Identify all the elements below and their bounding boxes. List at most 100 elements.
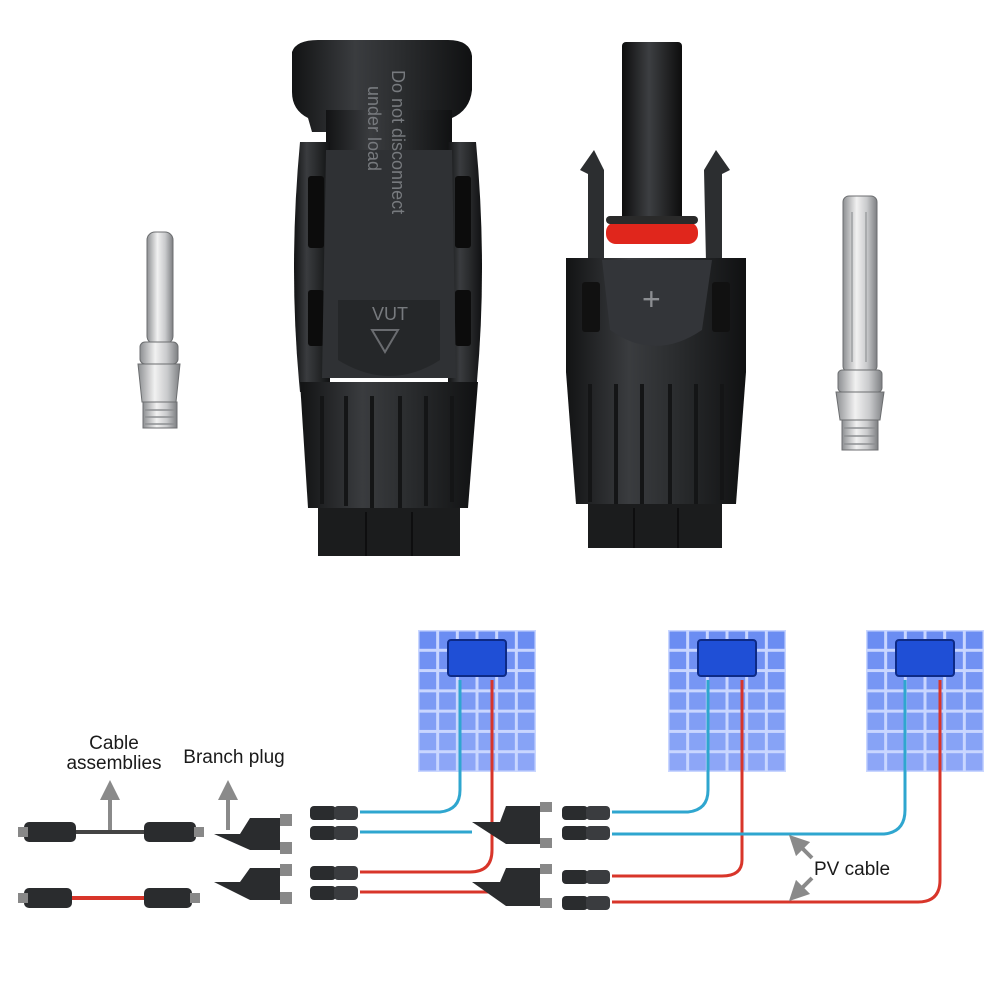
solar-cell xyxy=(689,712,706,730)
solar-cell xyxy=(965,651,983,670)
solar-cell xyxy=(498,753,515,771)
solar-cell xyxy=(439,712,456,730)
cable-assembly-samples xyxy=(18,814,292,908)
solar-cell xyxy=(906,692,924,710)
solar-cell xyxy=(946,692,963,710)
embossed-warning-line2: under load xyxy=(364,86,384,171)
solar-cell xyxy=(458,692,476,710)
solar-cell xyxy=(669,672,687,690)
solar-cell xyxy=(767,631,785,649)
solar-cell xyxy=(419,712,437,730)
label-arrows xyxy=(100,780,814,902)
mc4-connector-pair xyxy=(310,826,358,840)
solar-cell xyxy=(517,651,535,670)
solar-cell xyxy=(748,753,765,771)
solar-cell xyxy=(767,732,785,751)
solar-cell xyxy=(439,732,456,751)
mc4-connector-pair xyxy=(562,806,610,820)
solar-cell xyxy=(867,672,885,690)
solar-cell xyxy=(867,631,885,649)
mc4-connector-pair xyxy=(310,866,358,880)
solar-cell xyxy=(965,732,983,751)
solar-cell xyxy=(419,732,437,751)
solar-cell xyxy=(867,651,885,670)
label-cable-line2: assemblies xyxy=(66,753,162,774)
solar-cell xyxy=(458,732,476,751)
polarity-mark: + xyxy=(642,281,661,317)
solar-cell xyxy=(669,732,687,751)
solar-cell xyxy=(748,732,765,751)
solar-cell xyxy=(517,712,535,730)
solar-cell xyxy=(965,753,983,771)
pv-wiring xyxy=(360,680,942,904)
solar-cell xyxy=(767,712,785,730)
label-cable-line1: Cable xyxy=(89,733,139,754)
solar-cell xyxy=(867,732,885,751)
solar-cell xyxy=(965,692,983,710)
solar-cell xyxy=(767,672,785,690)
solar-cell xyxy=(767,753,785,771)
solar-cell xyxy=(906,753,924,771)
solar-panel xyxy=(866,630,984,772)
solar-cell xyxy=(669,692,687,710)
solar-cell xyxy=(517,753,535,771)
solar-cell xyxy=(517,631,535,649)
solar-cell xyxy=(669,753,687,771)
solar-cell xyxy=(906,712,924,730)
solar-cell xyxy=(906,732,924,751)
solar-cell xyxy=(458,712,476,730)
solar-cell xyxy=(708,712,726,730)
solar-cell xyxy=(867,753,885,771)
branch-plugs xyxy=(472,802,552,908)
solar-cell xyxy=(965,712,983,730)
solar-cell xyxy=(517,692,535,710)
solar-cell xyxy=(498,692,515,710)
female-contact-socket xyxy=(835,195,885,451)
mc4-connector-pair xyxy=(310,806,358,820)
solar-cell xyxy=(419,651,437,670)
solar-cell xyxy=(767,651,785,670)
mc4-connector-row xyxy=(310,806,610,910)
solar-cell xyxy=(419,753,437,771)
solar-cell xyxy=(887,753,904,771)
label-branch-plug: Branch plug xyxy=(183,747,285,768)
mc4-connector-pair xyxy=(562,870,610,884)
solar-cell xyxy=(708,753,726,771)
solar-cell xyxy=(669,631,687,649)
junction-box xyxy=(895,639,955,677)
solar-panel xyxy=(668,630,786,772)
solar-cell xyxy=(708,692,726,710)
solar-cell xyxy=(458,753,476,771)
solar-cell xyxy=(946,712,963,730)
solar-cell xyxy=(517,732,535,751)
solar-cell xyxy=(689,692,706,710)
solar-cell xyxy=(419,631,437,649)
solar-panel xyxy=(418,630,536,772)
solar-cell xyxy=(708,732,726,751)
label-pv-cable: PV cable xyxy=(814,859,891,880)
solar-cell xyxy=(689,753,706,771)
solar-cell xyxy=(517,672,535,690)
solar-cell xyxy=(669,651,687,670)
solar-cell xyxy=(887,712,904,730)
mc4-connector-pair xyxy=(310,886,358,900)
solar-cell xyxy=(946,753,963,771)
solar-cell xyxy=(946,732,963,751)
solar-cell xyxy=(419,672,437,690)
solar-cell xyxy=(965,672,983,690)
solar-cell xyxy=(419,692,437,710)
solar-cell xyxy=(669,712,687,730)
mc4-connector-pair xyxy=(562,896,610,910)
solar-cell xyxy=(867,712,885,730)
solar-cell xyxy=(748,712,765,730)
solar-cell xyxy=(965,631,983,649)
female-connector xyxy=(292,40,482,556)
junction-box xyxy=(447,639,507,677)
solar-cell xyxy=(767,692,785,710)
junction-box xyxy=(697,639,757,677)
solar-cell xyxy=(689,732,706,751)
solar-cell xyxy=(498,712,515,730)
solar-cell xyxy=(887,692,904,710)
